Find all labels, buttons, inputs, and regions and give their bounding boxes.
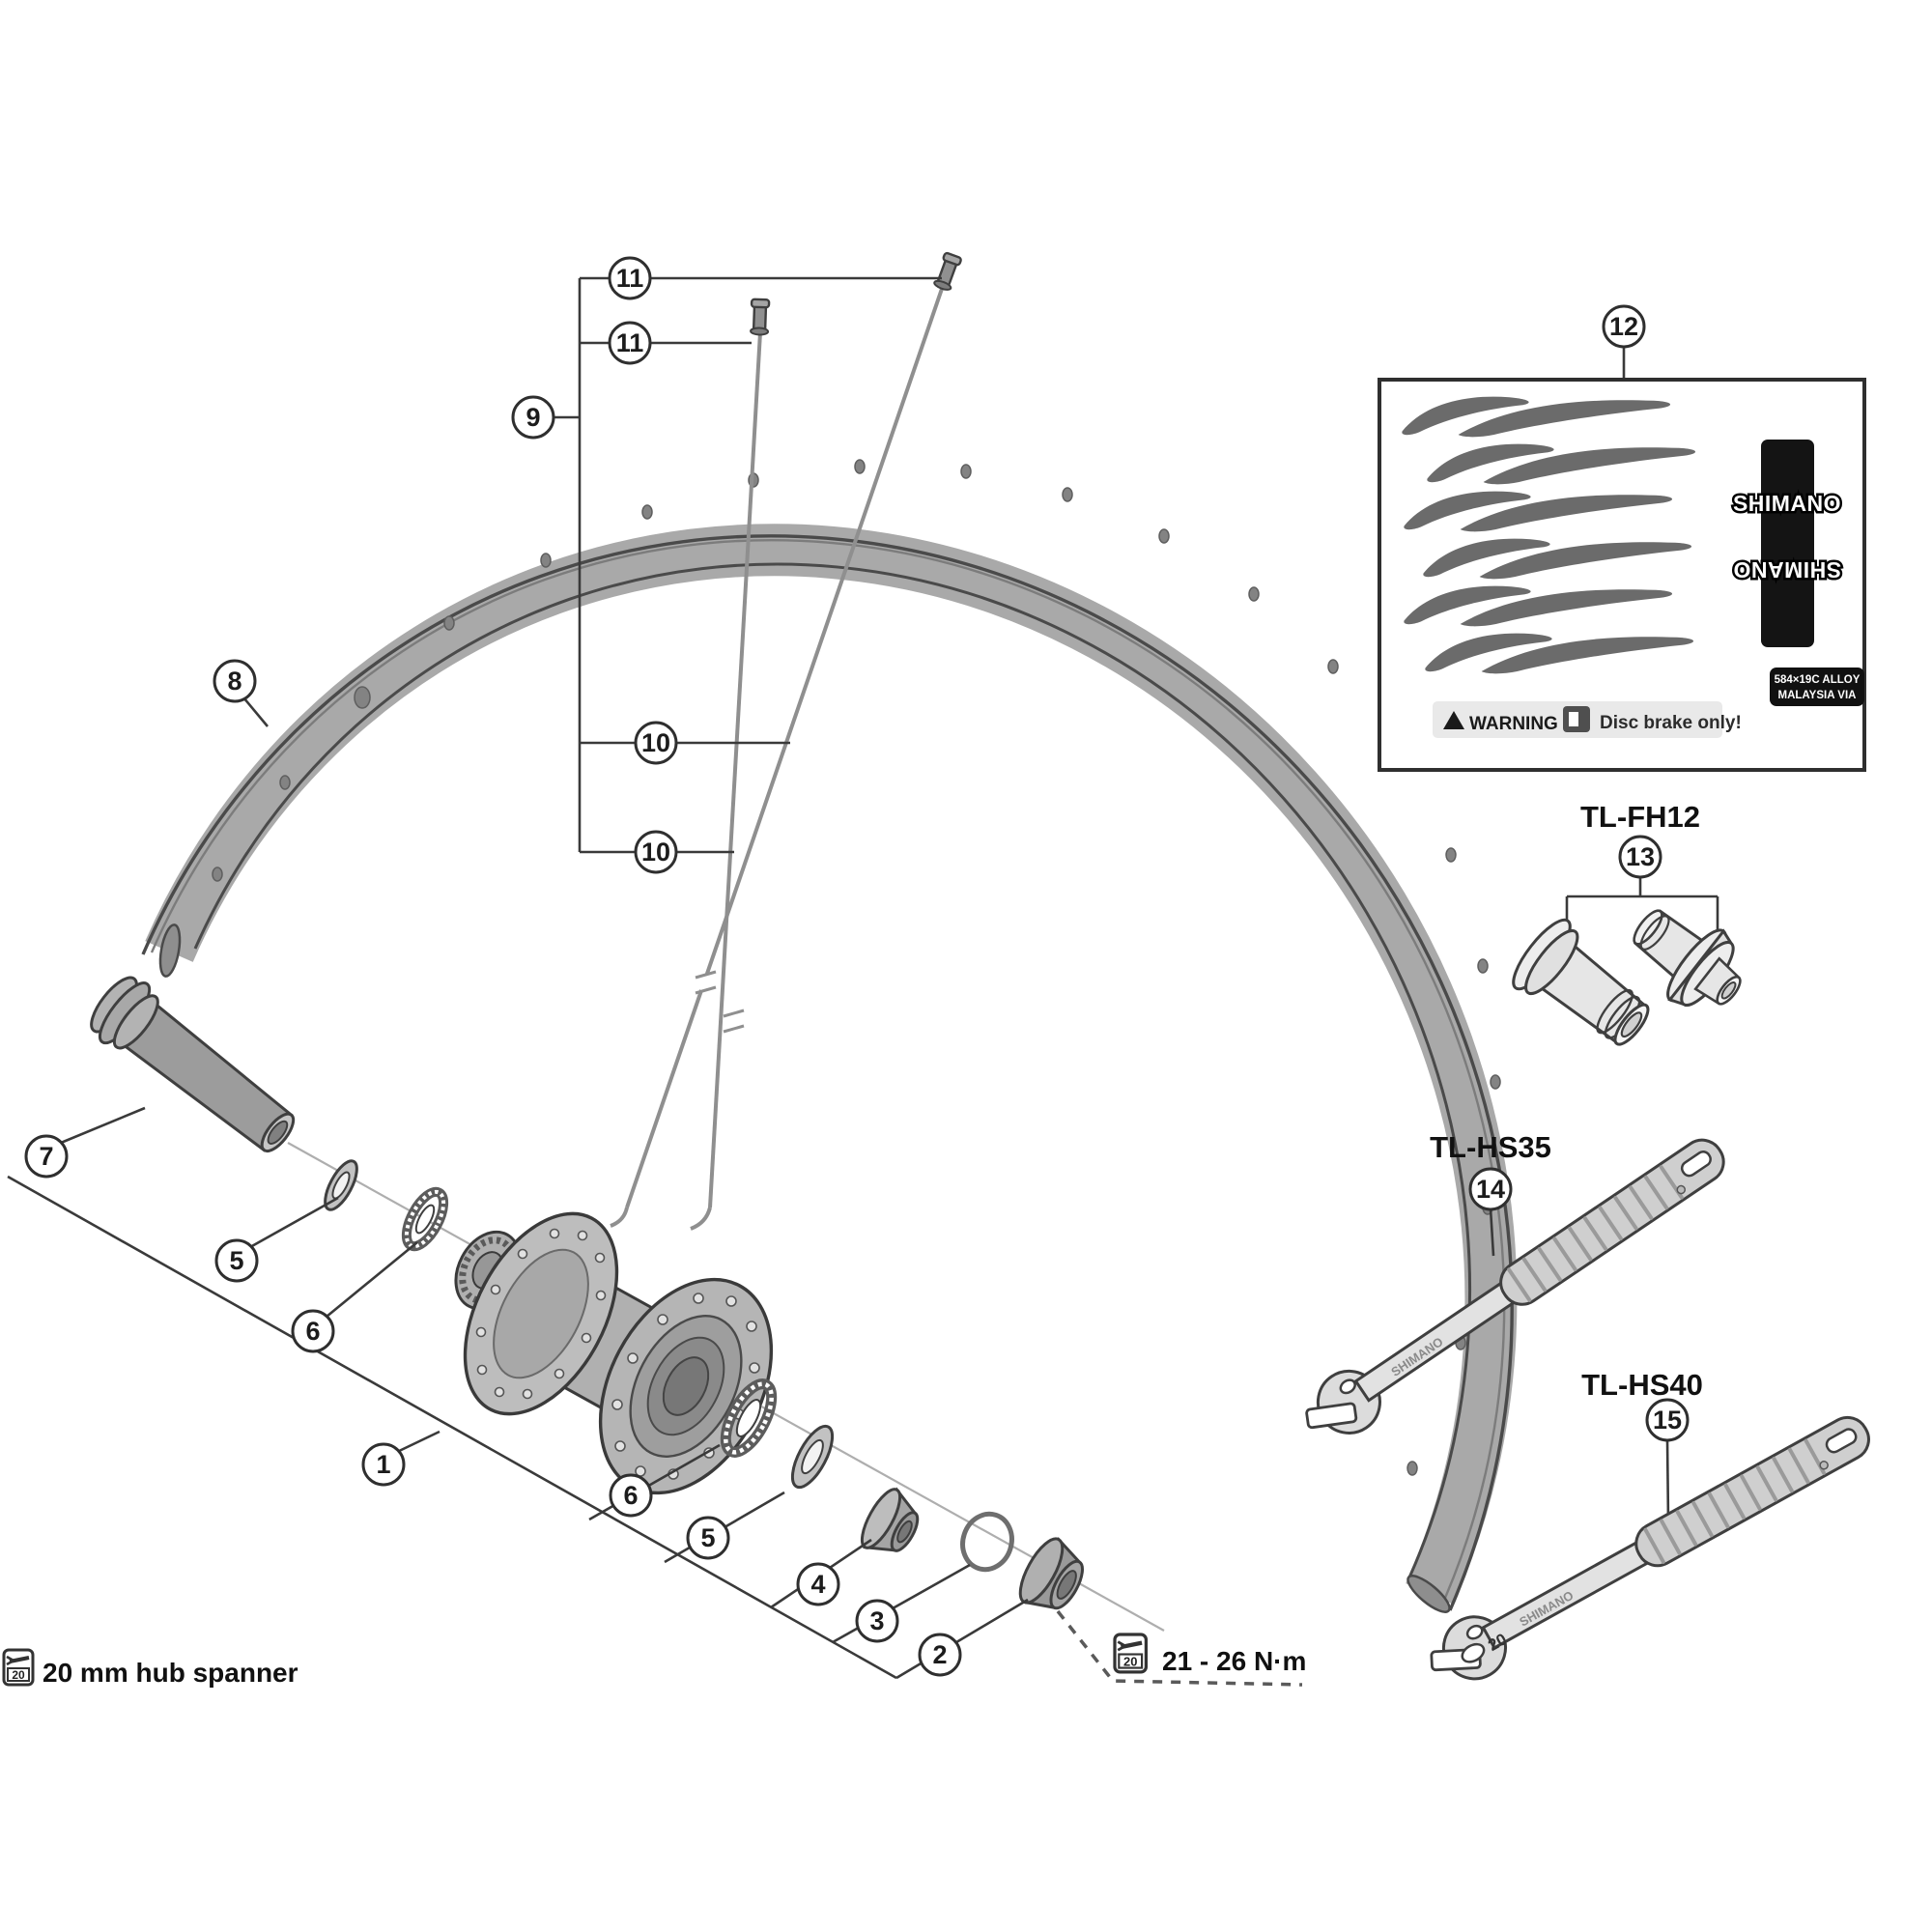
o-ring [960, 1511, 1014, 1573]
spec-line1: 584×19C ALLOY [1775, 674, 1861, 686]
warning-text: Disc brake only! [1600, 713, 1742, 733]
lock-nut [1018, 1537, 1084, 1610]
callout-label: 15 [1653, 1406, 1682, 1435]
hub-axle-adapter [1512, 918, 1650, 1046]
callout-1: 1 [361, 1442, 406, 1487]
callout-label: 1 [376, 1450, 390, 1479]
callout-label: 5 [229, 1246, 243, 1275]
callout-3: 3 [855, 1599, 899, 1643]
callout-12: 12 [1602, 304, 1646, 349]
callout-label: 10 [641, 728, 670, 757]
warning-decal: WARNING Disc brake only! [1433, 701, 1742, 738]
callout-label: 4 [810, 1570, 825, 1599]
callout-bubbles: 11 11 9 10 10 8 7 5 6 1 6 5 4 3 2 12 13 … [24, 256, 1690, 1677]
rim-inner-edge [193, 562, 1471, 1578]
callout-9: 9 [511, 395, 555, 440]
wheel-rim [141, 459, 1518, 1613]
callout-label: 8 [227, 667, 242, 696]
serrated-lock-washer [720, 1378, 778, 1458]
hub-cone [860, 1487, 920, 1552]
callout-13: 13 [1618, 835, 1662, 879]
callout-4: 4 [796, 1562, 840, 1606]
callout-label: 10 [641, 838, 670, 867]
hub-spanner-text: 20 mm hub spanner [43, 1658, 298, 1688]
torque-value: 21 - 26 N·m [1162, 1646, 1306, 1676]
spoke-nipple [933, 251, 962, 291]
rim-spoke-holes [212, 459, 1501, 1476]
hub-spanner-icon [2, 1648, 35, 1687]
callout-label: 11 [616, 328, 644, 357]
wrench-jaw-hole [1461, 1642, 1486, 1663]
washer [324, 1159, 358, 1211]
left-flange-spoke-holes [475, 1228, 607, 1400]
rim-outer-edge [141, 534, 1514, 1611]
callout-label: 9 [526, 403, 540, 432]
serrated-lock-washer [401, 1186, 449, 1252]
callout-5r: 5 [686, 1516, 730, 1560]
hub-shell [454, 1211, 774, 1495]
callout-label: 13 [1626, 842, 1655, 871]
rim-band [145, 524, 1518, 1605]
tool-label-tl-hs40: TL-HS40 [1581, 1368, 1703, 1402]
callout-label: 5 [700, 1523, 715, 1552]
callout-label: 6 [305, 1317, 320, 1346]
shimano-hub-decal: SHIMANO SHIMANO [1730, 440, 1844, 647]
tool-label-tl-hs35: TL-HS35 [1430, 1130, 1551, 1164]
warning-triangle-icon [1443, 711, 1464, 729]
rim-brake-line [150, 539, 1506, 1605]
callout-6l: 6 [291, 1309, 335, 1353]
callout-11b: 11 [608, 321, 652, 365]
callout-label: 7 [39, 1142, 53, 1171]
brand-text-reversed: SHIMANO [1733, 557, 1841, 582]
callout-14: 14 [1468, 1167, 1513, 1211]
callout-label: 12 [1609, 312, 1638, 341]
callout-2: 2 [918, 1633, 962, 1677]
rim-end-cap-right [1406, 1575, 1451, 1613]
tool-label-tl-fh12: TL-FH12 [1580, 800, 1700, 834]
spoke-break-marks [695, 970, 745, 1034]
torque-note: 21 - 26 N·m [1115, 1634, 1306, 1676]
decal-sheet: SHIMANO SHIMANO 584×19C ALLOY MALAYSIA V… [1378, 378, 1866, 772]
callout-10: 10 [634, 721, 678, 765]
callout-15: 15 [1645, 1398, 1690, 1442]
callout-label: 6 [623, 1481, 638, 1510]
spoke [708, 331, 762, 1208]
torque-spanner-icon [1115, 1634, 1146, 1672]
brand-text: SHIMANO [1733, 491, 1841, 516]
warning-word: WARNING [1469, 714, 1558, 734]
spec-line2: MALAYSIA VIA [1778, 690, 1857, 701]
callout-label: 14 [1476, 1175, 1505, 1204]
spoke-head-hook [690, 1207, 712, 1231]
hub-spanner-note: 20 mm hub spanner [2, 1648, 298, 1688]
thru-axle [90, 976, 296, 1153]
spokes [610, 285, 945, 1231]
callout-10b: 10 [634, 830, 678, 874]
callout-5l: 5 [214, 1238, 259, 1283]
callout-6r: 6 [609, 1473, 653, 1518]
callout-7: 7 [24, 1134, 69, 1179]
rim-spec-decal: 584×19C ALLOY MALAYSIA VIA [1770, 668, 1864, 706]
hub-axle-adapter [1633, 909, 1742, 1008]
callout-label: 3 [869, 1606, 884, 1635]
spoke-nipple [750, 298, 771, 336]
spoke-head-hook [610, 1207, 629, 1228]
spoke [625, 285, 945, 1208]
callout-8: 8 [213, 659, 257, 703]
callout-label: 2 [932, 1640, 947, 1669]
rim-end-cap-left [158, 923, 182, 978]
callout-11: 11 [608, 256, 652, 300]
callout-label: 11 [616, 264, 644, 293]
washer [790, 1424, 835, 1490]
